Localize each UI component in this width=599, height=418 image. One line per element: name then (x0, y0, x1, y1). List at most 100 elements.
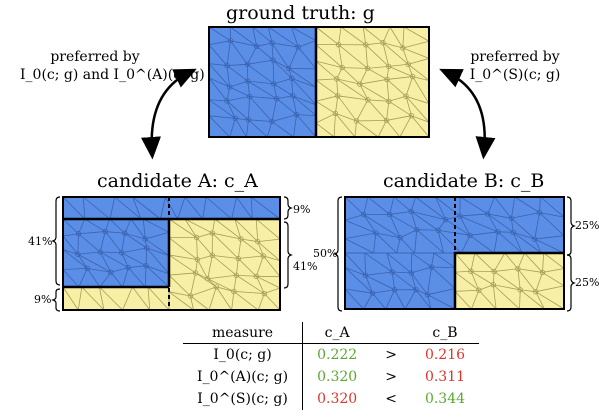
mesh-edge (315, 26, 339, 45)
mesh-edge (255, 276, 265, 294)
mesh-edge (388, 95, 407, 102)
mesh-node (332, 110, 339, 117)
mesh-node (490, 282, 496, 288)
mesh-node (289, 93, 296, 99)
mesh-edge (336, 78, 369, 101)
mesh-edge (250, 196, 281, 220)
mesh-node (360, 211, 367, 218)
mesh-edge (356, 99, 369, 122)
mesh-edge (62, 235, 79, 255)
header-ca: c_A (302, 322, 372, 344)
mesh-edge (256, 46, 274, 61)
mesh-edge (207, 274, 237, 280)
mesh-edge (247, 64, 275, 85)
mesh-edge (405, 96, 412, 116)
mesh-edge (363, 292, 373, 310)
mesh-edge (389, 211, 412, 215)
mesh-edge (511, 212, 540, 219)
mesh-node (142, 236, 148, 242)
mesh-edge (273, 83, 293, 97)
mesh-edge (454, 291, 472, 310)
mesh-edge (144, 265, 147, 288)
mesh-edge (272, 60, 275, 84)
mesh-edge (291, 78, 317, 106)
mesh-edge (402, 47, 409, 65)
mesh-edge (291, 78, 294, 96)
mesh-edge (478, 289, 497, 310)
mesh-edge (207, 278, 217, 288)
mesh-edge (512, 232, 523, 254)
mesh-edge (363, 214, 377, 234)
mesh-edge (62, 269, 80, 288)
mesh-edge (367, 99, 389, 102)
header-op (371, 322, 411, 344)
mesh-edge (82, 196, 111, 220)
mesh-node (491, 268, 497, 275)
mesh-edge (359, 68, 368, 85)
mesh-edge (132, 286, 151, 311)
mesh-edge (540, 196, 565, 218)
mesh-edge (493, 271, 521, 291)
mesh-edge (82, 196, 86, 220)
mesh-edge (100, 251, 122, 254)
mesh-node (424, 291, 431, 298)
pct-a-left-bottom: 9% (34, 293, 52, 306)
mesh-edge (367, 196, 390, 215)
mesh-edge (534, 238, 565, 254)
gt-frame (208, 26, 430, 138)
mesh-node (213, 284, 220, 290)
mesh-edge (412, 76, 430, 81)
mesh-edge (216, 286, 234, 292)
mesh-edge (493, 284, 521, 291)
mesh-edge (121, 252, 129, 268)
mesh-edge (247, 59, 274, 65)
row-comparison: > (385, 369, 397, 385)
mesh-edge (78, 231, 106, 235)
mesh-edge (399, 115, 412, 138)
mesh-edge (226, 65, 249, 82)
mesh-edge (512, 232, 542, 254)
mesh-node (253, 43, 260, 50)
mesh-edge (367, 68, 388, 80)
mesh-edge (535, 291, 545, 310)
mesh-edge (110, 267, 129, 273)
mesh-edge (237, 238, 242, 259)
mesh-edge (196, 237, 213, 256)
mesh-edge (459, 213, 488, 217)
mesh-node (365, 97, 371, 103)
mesh-node (339, 64, 345, 71)
mesh-edge (344, 214, 364, 221)
mesh-edge (400, 229, 417, 239)
mesh-edge (250, 196, 253, 220)
mesh-edge (427, 266, 432, 295)
mesh-edge (121, 233, 126, 253)
mesh-edge (190, 295, 210, 311)
mesh-node (362, 272, 369, 279)
mesh-node (353, 118, 360, 124)
mesh-edge (257, 241, 281, 262)
mesh-edge (460, 235, 471, 254)
mesh-edge (130, 218, 146, 240)
mesh-edge (104, 231, 122, 254)
mesh-edge (233, 275, 237, 292)
mesh-edge (296, 114, 317, 138)
mesh-edge (414, 229, 418, 254)
mesh-edge (514, 196, 540, 213)
mesh-node (255, 238, 261, 245)
mesh-edge (208, 40, 231, 46)
row-cb-value: 0.311 (424, 369, 466, 385)
mesh-edge (519, 289, 521, 310)
mesh-edge (372, 289, 395, 294)
mesh-edge (344, 196, 364, 215)
mesh-node (386, 98, 392, 104)
mesh-edge (226, 100, 236, 119)
mesh-edge (99, 251, 129, 268)
mesh-edge (315, 113, 336, 124)
mesh-edge (411, 115, 430, 138)
mesh-edge (487, 213, 499, 233)
ca-brace-left-bottom (51, 288, 61, 312)
mesh-edge (263, 255, 281, 262)
mesh-edge (235, 258, 239, 276)
mesh-edge (114, 196, 142, 220)
mesh-edge (122, 286, 133, 311)
